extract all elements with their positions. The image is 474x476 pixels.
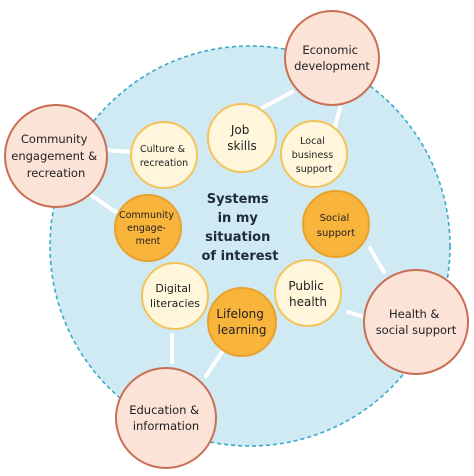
node-label-line: business [292,150,333,161]
node-circle [130,121,198,189]
node-label: Community engage- ment [119,210,177,247]
center-title: Systems in my situation of interest [201,192,278,264]
node-circle [207,103,277,173]
node-circle [274,259,342,327]
outer-node-economic-development: Economic development [284,10,380,106]
connector-education-lifelong [204,350,224,378]
inner-node-social-support: Social support [302,190,370,258]
node-circle [302,190,370,258]
connector-health-social [368,246,386,274]
center-title-line-2: in my [218,211,259,226]
inner-node-community-engagement: Community engage- ment [114,194,182,262]
inner-node-job-skills: Job skills [207,103,277,173]
node-label: Public health [288,279,327,309]
node-label-line: Education & [129,403,199,417]
node-label-line: Job [230,123,250,137]
node-circle [114,194,182,262]
node-label-line: support [317,228,355,239]
node-label-line: recreation [140,158,188,169]
connector-community-engagement [90,194,118,214]
node-label-line: literacies [150,297,200,310]
node-label: Digital literacies [150,282,200,310]
node-label-line: Economic [302,43,358,57]
node-circle [284,10,380,106]
node-label: Social support [317,213,355,239]
connector-lines [90,90,386,378]
inner-node-lifelong-learning: Lifelong learning [207,287,277,357]
node-label-line: engage- [127,223,166,234]
center-title-line-3: situation [205,230,270,245]
outer-node-community-engagement-recreation: Community engagement & recreation [4,104,108,208]
connector-economic-local-business [332,106,342,132]
node-label-line: information [133,419,199,433]
node-label-line: Health & [389,307,439,321]
node-label-line: Community [21,132,88,146]
connector-economic-job-skills [260,90,294,110]
node-label: Culture & recreation [140,144,188,169]
node-label-line: Community [119,210,174,221]
node-circle [141,262,209,330]
node-label-line: health [289,295,327,309]
outer-node-health-social-support: Health & social support [363,269,469,375]
node-label-line: skills [227,139,256,153]
inner-node-local-business: Local business support [280,120,348,188]
inner-node-digital-literacies: Digital literacies [141,262,209,330]
node-label-line: Local [300,136,325,147]
connector-community-culture [103,148,134,154]
node-label-line: recreation [27,166,86,180]
node-label-line: Social [320,213,350,224]
node-circle [280,120,348,188]
node-label: Job skills [227,123,256,153]
node-label-line: engagement & [11,149,97,163]
node-label-line: social support [376,323,457,337]
inner-node-culture-recreation: Culture & recreation [130,121,198,189]
node-label-line: Public [288,279,324,293]
node-label-line: Lifelong [216,307,264,321]
node-label-line: Culture & [140,144,186,155]
node-label-line: Digital [155,282,191,295]
node-circle [363,269,469,375]
node-label: Local business support [292,136,336,175]
node-label: Health & social support [376,307,457,337]
center-title-line-4: of interest [201,249,278,264]
outer-node-education-information: Education & information [115,367,217,469]
inner-node-public-health: Public health [274,259,342,327]
node-label: Lifelong learning [216,307,267,337]
node-label: Community engagement & recreation [11,132,100,180]
node-label-line: learning [218,323,267,337]
node-circle [115,367,217,469]
center-title-line-1: Systems [207,192,269,207]
node-circle [4,104,108,208]
node-label: Economic development [294,43,370,73]
node-label-line: development [294,59,370,73]
node-label-line: ment [136,236,161,247]
node-label: Education & information [129,403,203,433]
node-circle [207,287,277,357]
node-label-line: support [296,164,333,175]
